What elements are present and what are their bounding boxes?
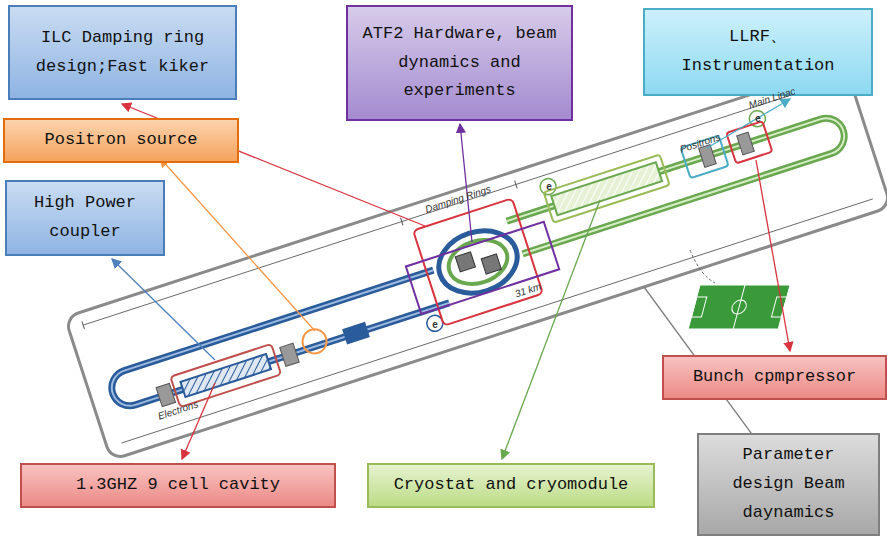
illustration-label: 31 km [513,281,542,300]
illustration-label: Positrons [678,131,721,154]
callout-text: High Power coupler [15,189,155,247]
callout-box: Bunch cpmpressor [662,355,887,400]
callout-box: Positron source [3,118,239,163]
callout-text: LLRF、 Instrumentation [653,23,863,81]
callout-text: Positron source [44,126,197,155]
callout-text: ATF2 Hardware, beam dynamics and experim… [356,20,563,107]
callout-box: ATF2 Hardware, beam dynamics and experim… [346,5,573,121]
illustration-label: Electrons [156,398,199,421]
callout-text: ILC Damping ring design;Fast kiker [18,24,227,82]
callout-text: Parameter design Beam daynamics [707,441,870,528]
callout-text: 1.3GHZ 9 cell cavity [76,471,280,500]
illustration-label: Damping Rings [424,183,492,215]
callout-text: Bunch cpmpressor [693,363,856,392]
callout-box: ILC Damping ring design;Fast kiker [8,5,237,100]
particle-symbol: e [755,113,761,124]
callout-text: Cryostat and cryomodule [394,471,629,500]
particle-symbol: e [432,319,438,330]
callout-box: LLRF、 Instrumentation [643,8,873,96]
callout-box: Cryostat and cryomodule [367,463,655,508]
particle-symbol: e [546,181,552,192]
callout-box: Parameter design Beam daynamics [697,433,880,536]
callout-box: High Power coupler [5,180,165,256]
callout-box: 1.3GHZ 9 cell cavity [20,463,336,508]
